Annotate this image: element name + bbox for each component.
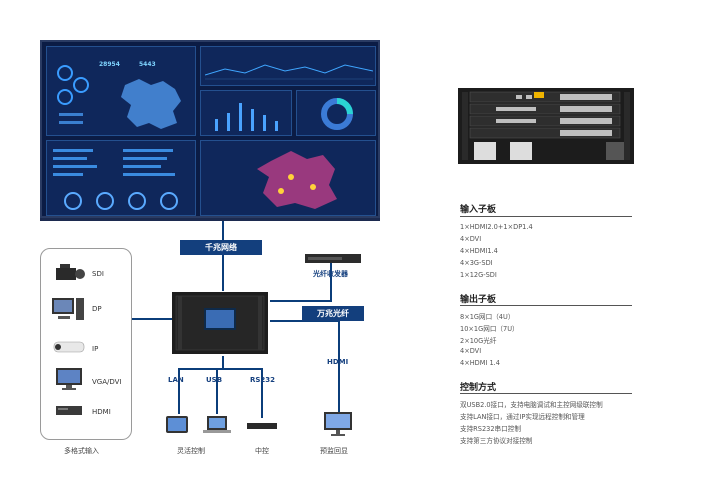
line-screen-to-processor	[222, 221, 224, 291]
input-label-vga-dvi: VGA/DVI	[92, 378, 122, 386]
control-method-title: 控制方式	[460, 383, 497, 393]
map-panel: 28954 5443	[46, 46, 196, 136]
line-chart-graphic	[205, 64, 373, 80]
ring-chart-icon	[57, 65, 89, 124]
output-spec-4: 4×DVI	[460, 347, 482, 355]
input-spec-3: 4×HDMI1.4	[460, 247, 498, 255]
output-spec-3: 2×10G光纤	[460, 337, 497, 345]
bar-chart-graphic	[215, 103, 278, 131]
control-spec-2: 支持LAN接口，通过IP实现远程控制和管理	[460, 413, 585, 421]
preview-echo-caption: 预监回显	[320, 447, 348, 455]
output-spec-2: 10×1G网口（7U）	[460, 325, 519, 333]
control-method-rule	[460, 393, 632, 394]
input-sources-box	[40, 248, 132, 440]
video-wall-screen: 28954 5443	[40, 40, 380, 218]
fiber-transceiver-label: 光纤收发器	[313, 270, 348, 278]
gigabit-network-tag: 千兆网络	[180, 240, 262, 255]
tablet-icon	[166, 416, 188, 433]
output-board-title: 输出子板	[460, 295, 497, 305]
input-spec-1: 1×HDMI2.0+1×DP1.4	[460, 223, 533, 231]
input-spec-4: 4×3G-SDI	[460, 259, 493, 267]
ten-gigabit-fiber-tag: 万兆光纤	[302, 306, 364, 321]
output-spec-1: 8×1G网口（4U）	[460, 313, 515, 321]
hdmi-output-label: HDMI	[327, 358, 349, 366]
donut-chart-panel	[296, 90, 376, 136]
input-board-title: 输入子板	[460, 205, 497, 215]
line-transceiver-vertical	[330, 262, 332, 302]
location-map-graphic	[257, 151, 337, 209]
line-bottom-bus	[178, 368, 262, 370]
screen-bezel-bottom	[40, 218, 380, 221]
input-label-dp: DP	[92, 305, 102, 313]
desktop-pc-icon	[52, 298, 84, 320]
output-spec-5: 4×HDMI 1.4	[460, 359, 500, 367]
camcorder-icon	[56, 264, 85, 280]
processor-chassis-photo	[458, 88, 634, 164]
location-map-panel	[200, 140, 376, 216]
flexible-control-caption: 灵活控制	[177, 447, 205, 455]
control-spec-1: 双USB2.0接口，支持电脑调试和主控网级联控制	[460, 401, 603, 409]
usb-port-label: USB	[206, 376, 223, 384]
table-panel	[46, 140, 196, 216]
line-processor-to-hdmi	[270, 320, 340, 322]
region-map-icon	[121, 79, 181, 129]
line-rs232-vertical	[261, 368, 263, 418]
rs232-port-label: RS232	[250, 376, 276, 384]
stat-number-2: 5443	[139, 61, 156, 68]
input-label-hdmi: HDMI	[92, 408, 111, 416]
line-inputs-to-processor	[132, 318, 172, 320]
central-control-icon	[247, 423, 277, 429]
multi-format-input-caption: 多格式输入	[64, 447, 99, 455]
control-spec-4: 支持第三方协议对接控制	[460, 437, 533, 445]
set-top-box-icon	[56, 406, 82, 415]
gauge-rings-graphic	[64, 192, 178, 210]
line-processor-to-transceiver	[270, 300, 330, 302]
donut-chart-graphic	[321, 98, 353, 130]
control-spec-3: 支持RS232串口控制	[460, 425, 521, 433]
input-spec-5: 1×12G-SDI	[460, 271, 497, 279]
laptop-icon	[203, 416, 231, 433]
line-processor-down	[222, 356, 224, 368]
bar-chart-panel	[200, 90, 292, 136]
line-chart-panel	[200, 46, 376, 86]
line-lan-vertical	[178, 368, 180, 414]
input-label-sdi: SDI	[92, 270, 104, 278]
input-board-rule	[460, 216, 632, 217]
table-bars-graphic	[53, 149, 175, 176]
input-label-ip: IP	[92, 345, 99, 353]
lan-port-label: LAN	[168, 376, 184, 384]
preview-monitor-icon	[324, 412, 352, 436]
line-usb-vertical	[216, 368, 218, 414]
line-hdmi-vertical	[338, 320, 340, 412]
stat-number-1: 28954	[99, 61, 120, 68]
input-spec-2: 4×DVI	[460, 235, 482, 243]
video-processor-icon	[172, 292, 268, 354]
ip-camera-icon	[53, 341, 85, 353]
output-board-rule	[460, 305, 632, 306]
monitor-icon	[56, 368, 82, 390]
central-control-caption: 中控	[255, 447, 269, 455]
fiber-transceiver-icon	[305, 254, 361, 263]
